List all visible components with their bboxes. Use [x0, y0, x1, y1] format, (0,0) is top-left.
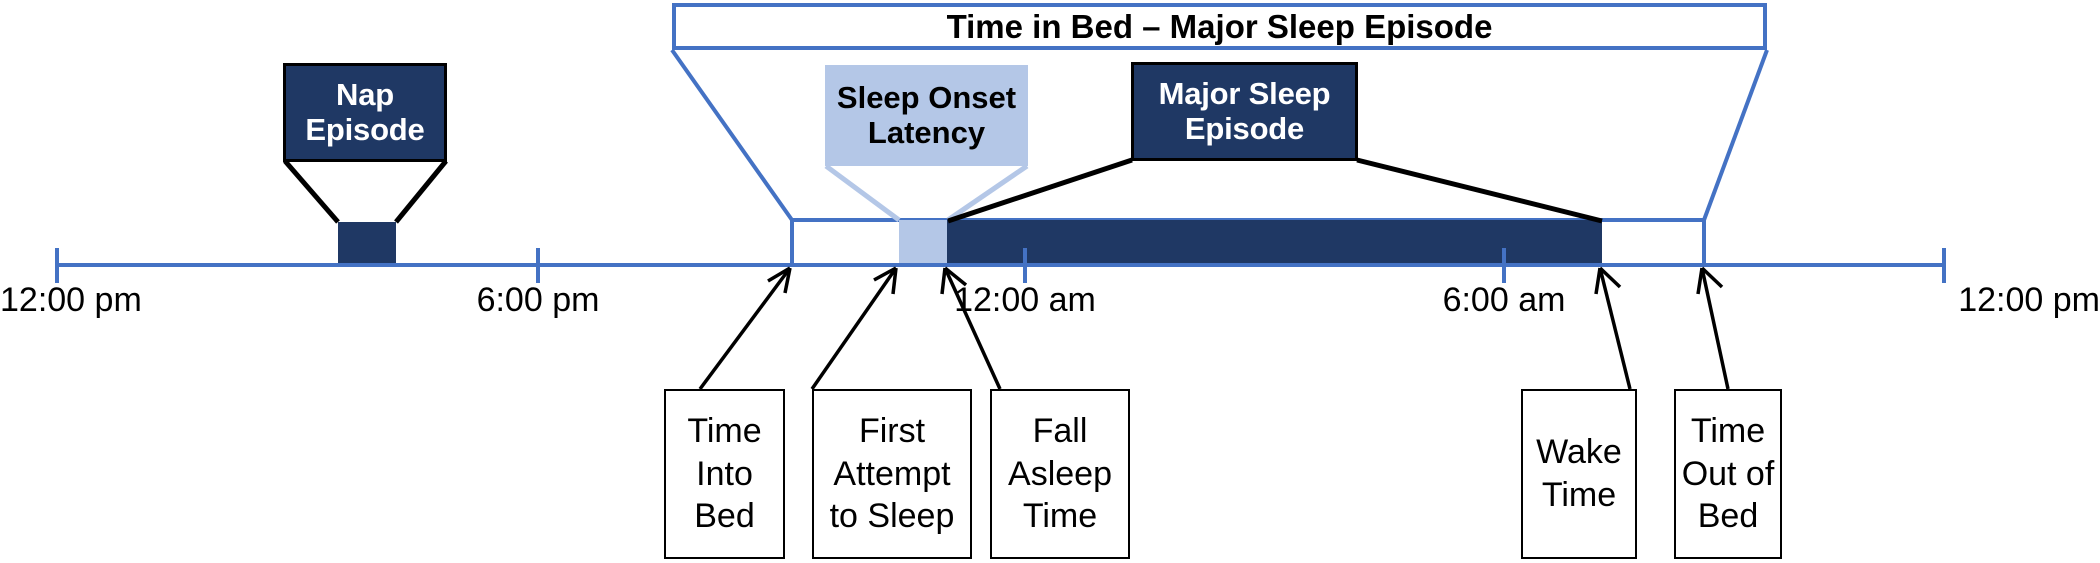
note-fall-asleep-line3: Time	[1022, 497, 1098, 536]
nap-episode-label-line1: Nap	[336, 76, 394, 112]
note-box-time-out-of-bed: Time Out of Bed	[1674, 389, 1782, 559]
note-first-attempt-line1: First	[858, 411, 926, 450]
note-box-time-into-bed: Time Into Bed	[664, 389, 785, 559]
axis-tick-label-4: 12:00 pm	[1958, 281, 2100, 319]
sleep-onset-latency-label-line2: Latency	[867, 114, 986, 150]
note-fall-asleep-line2: Asleep	[1008, 454, 1112, 493]
note-time-into-bed-line1: Time	[687, 411, 762, 450]
note-box-first-attempt: First Attempt to Sleep	[812, 389, 972, 559]
note-fall-asleep-line1: Fall	[1032, 411, 1088, 450]
nap-episode-callout: Nap Episode	[283, 63, 447, 162]
nap-episode-segment	[338, 222, 396, 265]
time-in-bed-funnel	[670, 48, 1769, 222]
axis-ticks	[55, 248, 1946, 283]
leader-arrows	[698, 266, 1730, 391]
axis-tick-label-1: 6:00 pm	[476, 281, 600, 319]
axis-tick-label-2: 12:00 am	[954, 281, 1096, 319]
axis-tick-label-0: 12:00 pm	[0, 281, 142, 319]
note-first-attempt-line2: Attempt	[833, 454, 951, 493]
time-in-bed-banner-label: Time in Bed – Major Sleep Episode	[946, 7, 1493, 45]
major-sleep-episode-label-line2: Episode	[1184, 110, 1305, 146]
sleep-onset-latency-segment	[899, 220, 947, 265]
note-time-into-bed-line2: Into	[696, 454, 753, 493]
major-sleep-episode-label-line1: Major Sleep	[1158, 75, 1331, 111]
note-wake-time-line1: Wake	[1536, 433, 1622, 472]
note-time-out-of-bed-line1: Time	[1690, 411, 1766, 450]
note-box-fall-asleep-time: Fall Asleep Time	[990, 389, 1130, 559]
note-wake-time-line2: Time	[1541, 476, 1617, 514]
note-time-out-of-bed-line3: Bed	[1697, 497, 1759, 536]
sleep-onset-latency-label-line1: Sleep Onset	[836, 79, 1017, 115]
note-first-attempt-line3: to Sleep	[829, 497, 955, 536]
sleep-onset-latency-callout: Sleep Onset Latency	[825, 65, 1028, 166]
major-sleep-episode-segment	[947, 220, 1602, 265]
note-box-wake-time: Wake Time	[1521, 389, 1637, 559]
major-sleep-episode-funnel	[947, 157, 1603, 224]
time-in-bed-banner: Time in Bed – Major Sleep Episode	[672, 3, 1767, 50]
nap-callout-funnel	[283, 159, 448, 224]
nap-episode-label-line2: Episode	[305, 111, 425, 147]
axis-tick-label-3: 6:00 am	[1442, 281, 1566, 319]
sleep-onset-latency-funnel	[824, 163, 1029, 223]
note-time-out-of-bed-line2: Out of	[1681, 454, 1775, 493]
note-time-into-bed-line3: Bed	[694, 497, 755, 536]
major-sleep-episode-callout: Major Sleep Episode	[1131, 62, 1358, 161]
